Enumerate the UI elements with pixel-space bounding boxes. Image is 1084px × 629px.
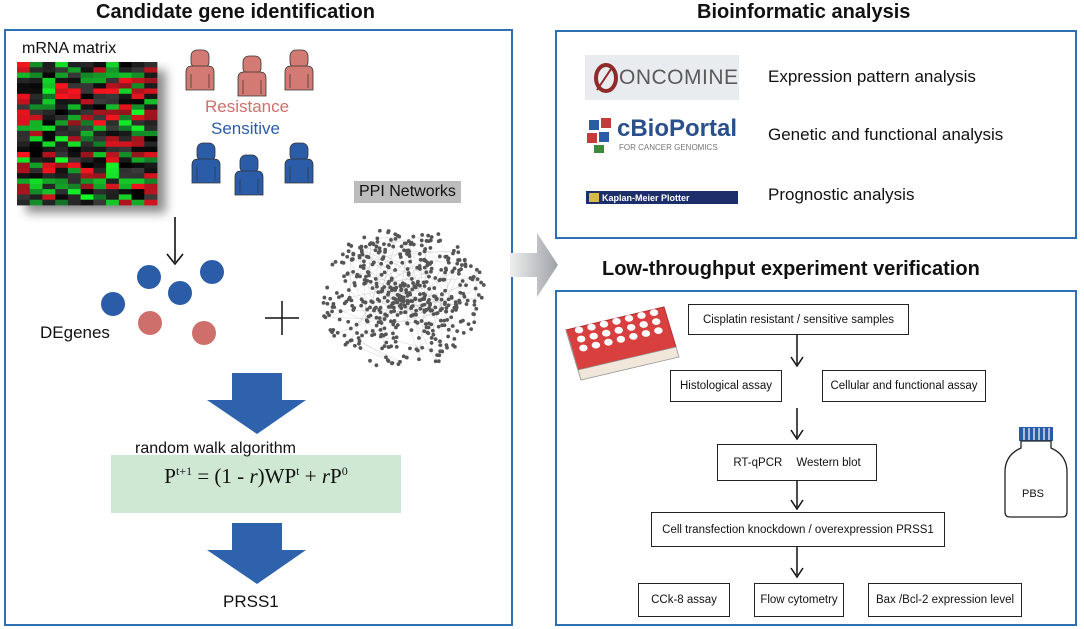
- formula-box: [111, 455, 401, 513]
- flow-cytometry-box: Flow cytometry: [754, 583, 844, 617]
- degenes-label: DEgenes: [40, 323, 110, 342]
- bioinf-row-label: Genetic and functional analysis: [768, 125, 1004, 144]
- degene-circle: [168, 281, 192, 305]
- degene-circle: [200, 260, 224, 284]
- cellular-assay-box: Cellular and functional assay: [822, 370, 986, 402]
- result-gene-label: PRSS1: [223, 592, 279, 611]
- person-icon: [237, 55, 267, 97]
- ppi-networks-label: PPI Networks: [354, 181, 461, 203]
- person-icon: [185, 49, 215, 91]
- bioinf-row-label: Expression pattern analysis: [768, 67, 976, 86]
- cbioportal-logo-text: cBioPortal: [617, 115, 738, 142]
- oncomine-logo-text: ONCOMINE: [619, 65, 739, 89]
- person-icon: [234, 154, 264, 196]
- experiment-panel: [555, 290, 1077, 626]
- bioinformatic-title: Bioinformatic analysis: [697, 1, 911, 23]
- histological-assay-box: Histological assay: [670, 370, 782, 402]
- sensitive-label: Sensitive: [211, 119, 280, 138]
- pbs-label: PBS: [1022, 488, 1045, 500]
- resistance-label: Resistance: [205, 97, 290, 116]
- western-blot-label: Western blot: [796, 456, 861, 469]
- bioinformatic-panel: [555, 30, 1077, 239]
- big-down-arrow: [207, 373, 306, 434]
- cck8-assay-box: CCk-8 assay: [638, 583, 730, 617]
- degene-circle: [192, 321, 216, 345]
- algorithm-label: random walk algorithm: [135, 440, 296, 457]
- degene-circle: [138, 311, 162, 335]
- bax-bcl2-box: Bax /Bcl-2 expression level: [868, 583, 1022, 617]
- kaplan-meier-logo: Kaplan-Meier Plotter: [586, 191, 738, 204]
- oncomine-logo: ONCOMINE: [585, 55, 739, 100]
- degene-circle: [101, 292, 125, 316]
- person-icon: [284, 49, 314, 91]
- person-icon: [284, 142, 314, 184]
- kaplan-meier-mark-icon: [589, 193, 599, 202]
- transfection-box: Cell transfection knockdown / overexpres…: [651, 512, 945, 547]
- experiment-title: Low-throughput experiment verification: [602, 258, 980, 280]
- bioinf-row-label: Prognostic analysis: [768, 185, 915, 204]
- samples-box: Cisplatin resistant / sensitive samples: [688, 304, 909, 335]
- cbioportal-mark-icon: [587, 118, 611, 153]
- cbioportal-logo: cBioPortal FOR CANCER GENOMICS: [586, 113, 738, 157]
- person-icon: [191, 142, 221, 184]
- formula-equation: Pt+1 = (1 - r)WPt + rP0: [164, 464, 348, 488]
- kaplan-meier-logo-text: Kaplan-Meier Plotter: [602, 192, 690, 203]
- big-down-arrow: [207, 523, 306, 584]
- cbioportal-logo-subtitle: FOR CANCER GENOMICS: [619, 143, 718, 152]
- mrna-matrix-label: mRNA matrix: [22, 40, 117, 57]
- rtqpcr-label: RT-qPCR: [733, 456, 783, 469]
- left-panel-title: Candidate gene identification: [96, 1, 375, 23]
- left-panel: [4, 29, 513, 626]
- rtqpcr-western-box: RT-qPCR Western blot: [717, 444, 877, 481]
- oncomine-mark-icon: [594, 62, 618, 93]
- degene-circle: [137, 265, 161, 289]
